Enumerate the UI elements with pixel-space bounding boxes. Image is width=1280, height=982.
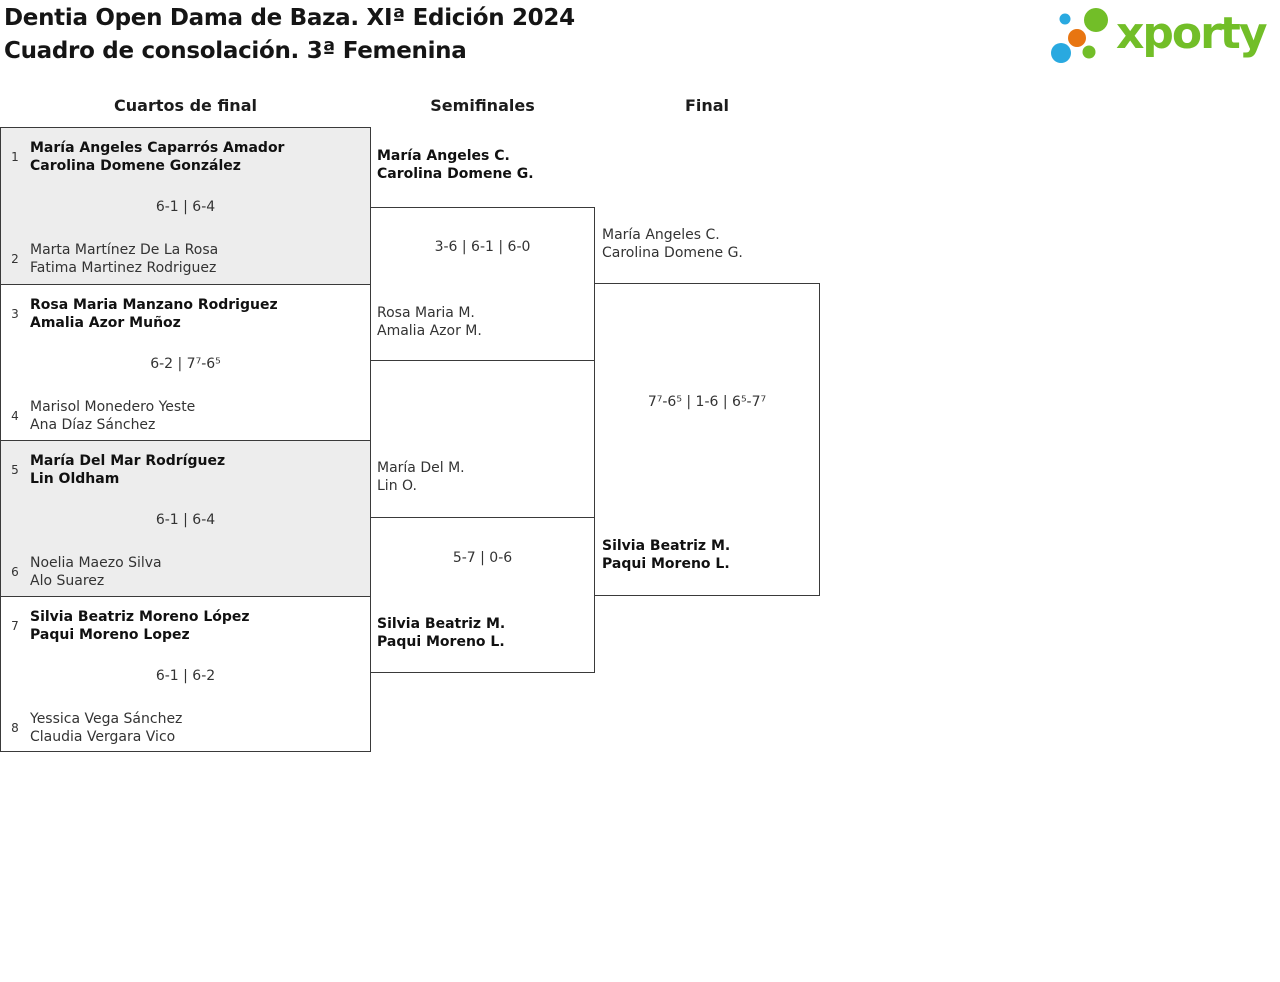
xporty-logo: xporty [1046, 2, 1268, 66]
team-names: Marisol Monedero Yeste Ana Díaz Sánchez [30, 398, 195, 434]
player-name: Paqui Moreno L. [602, 556, 730, 572]
seed-number: 7 [11, 619, 19, 633]
team-names: María Angeles Caparrós Amador Carolina D… [30, 139, 284, 175]
quarterfinals-column: 1 María Angeles Caparrós Amador Carolina… [0, 127, 371, 752]
seed-number: 8 [11, 721, 19, 735]
player-name: Silvia Beatriz M. [377, 616, 506, 632]
player-name: Lin Oldham [30, 471, 120, 487]
match-score: 3-6 | 6-1 | 6-0 [434, 239, 531, 255]
player-name: Silvia Beatriz Moreno López [30, 609, 250, 625]
player-name: Amalia Azor M. [377, 323, 482, 339]
round-header-quarterfinals: Cuartos de final [114, 96, 257, 115]
match-score: 6-1 | 6-4 [155, 199, 216, 215]
match-quarterfinal-3: 5 María Del Mar Rodríguez Lin Oldham 6-1… [1, 440, 370, 596]
team-entry: 2 Marta Martínez De La Rosa Fatima Marti… [7, 241, 218, 277]
seed-number: 6 [11, 565, 19, 579]
tournament-title: Dentia Open Dama de Baza. XIª Edición 20… [4, 5, 575, 31]
player-name: Paqui Moreno Lopez [30, 627, 190, 643]
player-name: María Del M. [377, 460, 465, 476]
player-name: María Del Mar Rodríguez [30, 453, 226, 469]
team-names: Yessica Vega Sánchez Claudia Vergara Vic… [30, 710, 182, 746]
player-name: Rosa Maria M. [377, 305, 475, 321]
match-score: 5-7 | 0-6 [452, 550, 513, 566]
match-quarterfinal-1: 1 María Angeles Caparrós Amador Carolina… [1, 128, 370, 284]
team-entry: 5 María Del Mar Rodríguez Lin Oldham [7, 452, 225, 488]
team-names: Marta Martínez De La Rosa Fatima Martine… [30, 241, 218, 277]
player-name: Carolina Domene G. [377, 166, 534, 182]
page-title: Dentia Open Dama de Baza. XIª Edición 20… [4, 2, 575, 68]
player-name: Claudia Vergara Vico [30, 729, 176, 745]
team-entry: María Del M. Lin O. [377, 459, 465, 495]
team-entry: 1 María Angeles Caparrós Amador Carolina… [7, 139, 284, 175]
team-names: Rosa Maria Manzano Rodriguez Amalia Azor… [30, 296, 278, 332]
seed-number: 5 [11, 463, 19, 477]
match-score: 6-1 | 6-4 [155, 512, 216, 528]
player-name: Carolina Domene González [30, 158, 241, 174]
player-name: Rosa Maria Manzano Rodriguez [30, 297, 278, 313]
team-entry: María Angeles C. Carolina Domene G. [377, 147, 534, 183]
team-entry: 4 Marisol Monedero Yeste Ana Díaz Sánche… [7, 398, 195, 434]
player-name: Silvia Beatriz M. [602, 538, 731, 554]
player-name: Amalia Azor Muñoz [30, 315, 181, 331]
team-entry: 6 Noelia Maezo Silva Alo Suarez [7, 554, 162, 590]
player-name: Marta Martínez De La Rosa [30, 242, 219, 258]
team-names: Noelia Maezo Silva Alo Suarez [30, 554, 162, 590]
player-name: Ana Díaz Sánchez [30, 417, 156, 433]
xporty-dots-icon [1051, 8, 1108, 63]
bracket-subtitle: Cuadro de consolación. 3ª Femenina [4, 38, 467, 64]
player-name: Noelia Maezo Silva [30, 555, 162, 571]
player-name: Marisol Monedero Yeste [30, 399, 196, 415]
player-name: Yessica Vega Sánchez [30, 711, 183, 727]
seed-number: 1 [11, 150, 19, 164]
xporty-logo-text: xporty [1116, 8, 1268, 59]
player-name: María Angeles C. [602, 227, 720, 243]
seed-number: 2 [11, 252, 19, 266]
player-name: María Angeles Caparrós Amador [30, 140, 285, 156]
seed-number: 4 [11, 409, 19, 423]
match-quarterfinal-4: 7 Silvia Beatriz Moreno López Paqui More… [1, 596, 370, 751]
team-entry: María Angeles C. Carolina Domene G. [602, 226, 743, 262]
team-entry: Rosa Maria M. Amalia Azor M. [377, 304, 482, 340]
player-name: Fatima Martinez Rodriguez [30, 260, 217, 276]
round-header-semifinals: Semifinales [430, 96, 535, 115]
team-entry: 8 Yessica Vega Sánchez Claudia Vergara V… [7, 710, 182, 746]
player-name: Lin O. [377, 478, 417, 494]
match-score: 6-1 | 6-2 [155, 668, 216, 684]
player-name: Alo Suarez [30, 573, 105, 589]
player-name: Carolina Domene G. [602, 245, 743, 261]
match-quarterfinal-2: 3 Rosa Maria Manzano Rodriguez Amalia Az… [1, 284, 370, 440]
round-header-final: Final [684, 96, 730, 115]
match-score: 7⁷-6⁵ | 1-6 | 6⁵-7⁷ [647, 394, 767, 410]
player-name: Paqui Moreno L. [377, 634, 505, 650]
team-names: María Del Mar Rodríguez Lin Oldham [30, 452, 225, 488]
team-entry: Silvia Beatriz M. Paqui Moreno L. [602, 537, 730, 573]
team-entry: 3 Rosa Maria Manzano Rodriguez Amalia Az… [7, 296, 278, 332]
player-name: María Angeles C. [377, 148, 510, 164]
seed-number: 3 [11, 307, 19, 321]
team-entry: Silvia Beatriz M. Paqui Moreno L. [377, 615, 505, 651]
match-score: 6-2 | 7⁷-6⁵ [150, 356, 221, 372]
team-names: Silvia Beatriz Moreno López Paqui Moreno… [30, 608, 250, 644]
match-final: 7⁷-6⁵ | 1-6 | 6⁵-7⁷ [594, 283, 820, 596]
team-entry: 7 Silvia Beatriz Moreno López Paqui More… [7, 608, 250, 644]
